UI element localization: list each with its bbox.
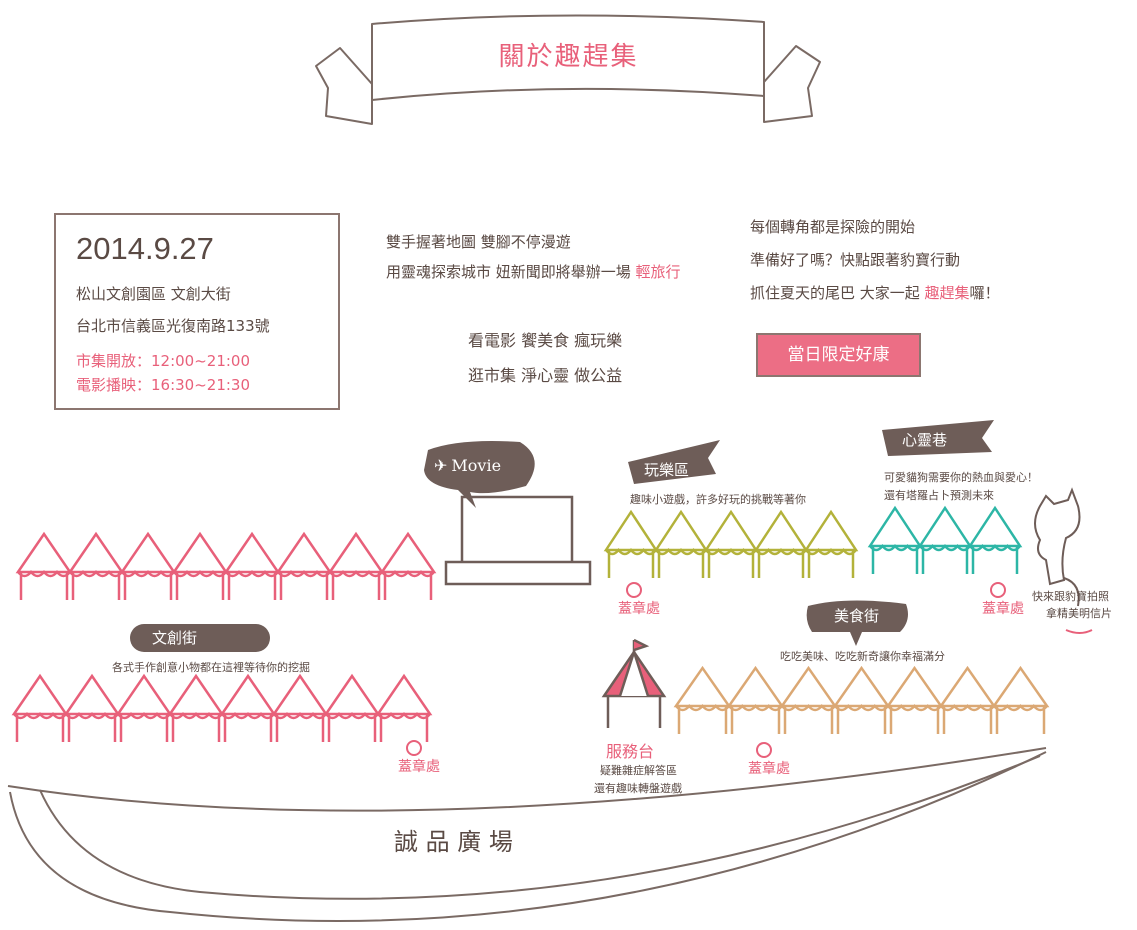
- heart-lane-tent: [917, 505, 973, 574]
- plaza-arc: [7, 747, 1047, 922]
- intro-line-2: 用靈魂探索城市 妞新聞即將舉辦一場 輕旅行: [386, 261, 681, 282]
- daily-deal-button[interactable]: 當日限定好康: [756, 333, 921, 377]
- food-street-tent: [673, 665, 732, 734]
- stamp-label-heart: 蓋章處: [982, 601, 1024, 617]
- stamp-label-food: 蓋章處: [748, 761, 790, 777]
- creative-tent-upper: [327, 531, 385, 600]
- creative-tent-upper: [275, 531, 333, 600]
- photo-line-2: 拿精美明信片: [1046, 607, 1112, 620]
- service-desk-title: 服務台: [606, 742, 655, 761]
- activities-row-1: 看電影 饗美食 瘋玩樂: [468, 331, 623, 350]
- venue-name: 松山文創園區 文創大街: [76, 285, 231, 303]
- food-street-tent: [832, 665, 891, 734]
- creative-tent-lower: [115, 673, 173, 742]
- market-hours: 市集開放：12:00~21:00: [76, 352, 251, 370]
- creative-tent-upper: [67, 531, 125, 600]
- creative-tent-upper: [379, 531, 437, 600]
- event-info-box: 2014.9.27 松山文創園區 文創大街 台北市信義區光復南路133號 市集開…: [54, 213, 340, 410]
- event-date: 2014.9.27: [76, 231, 214, 266]
- creative-tent-upper: [15, 531, 73, 600]
- light-travel-highlight: 輕旅行: [635, 263, 681, 281]
- play-zone-tent: [603, 509, 659, 578]
- adventure-line-1: 每個轉角都是探險的開始: [750, 218, 916, 236]
- cat-illustration: [1034, 487, 1093, 634]
- intro-line-1: 雙手握著地圖 雙腳不停漫遊: [386, 233, 571, 251]
- creative-tent-lower: [271, 673, 329, 742]
- food-street-desc: 吃吃美味、吃吃新奇讓你幸福滿分: [780, 650, 945, 663]
- adventure-line-3: 抓住夏天的尾巴 大家一起 趣趕集囉！: [750, 282, 1000, 303]
- market-name-highlight: 趣趕集: [924, 284, 970, 302]
- photo-line-1: 快來跟豹寶拍照: [1032, 590, 1109, 603]
- service-desk-desc-1: 疑難雜症解答區: [600, 764, 677, 777]
- adventure-line-3-suffix: 囉！: [969, 284, 1000, 302]
- heart-lane-desc-2: 還有塔羅占卜預測未來: [884, 489, 994, 502]
- food-street-tent: [779, 665, 838, 734]
- heart-lane-desc-1: 可愛貓狗需要你的熱血與愛心！: [884, 471, 1038, 484]
- creative-tent-upper: [223, 531, 281, 600]
- heart-lane-tent: [967, 505, 1023, 574]
- creative-tent-lower: [11, 673, 69, 742]
- camera-icon: ✈: [434, 456, 448, 475]
- venue-address: 台北市信義區光復南路133號: [76, 317, 270, 335]
- play-zone-tent: [753, 509, 809, 578]
- stamp-station-play[interactable]: 蓋章處: [618, 582, 660, 618]
- play-zone-tent: [803, 509, 859, 578]
- stamp-icon: [406, 740, 422, 756]
- stamp-icon: [756, 742, 772, 758]
- creative-tent-lower: [167, 673, 225, 742]
- creative-tent-upper: [119, 531, 177, 600]
- adventure-line-3-text: 抓住夏天的尾巴 大家一起: [750, 284, 925, 302]
- stamp-icon: [990, 582, 1006, 598]
- creative-tent-lower: [375, 673, 433, 742]
- food-street-label-bg: [806, 600, 908, 646]
- heart-lane-tent: [867, 505, 923, 574]
- food-street-tent: [991, 665, 1050, 734]
- adventure-line-2: 準備好了嗎？快點跟著豹寶行動: [750, 251, 961, 269]
- food-street-tent: [726, 665, 785, 734]
- heart-lane-flag: [882, 420, 994, 456]
- play-zone-title: 玩樂區: [644, 461, 690, 479]
- service-desk-desc-2: 還有趣味轉盤遊戲: [594, 782, 682, 795]
- stamp-label-creative: 蓋章處: [398, 759, 440, 775]
- creative-tent-lower: [219, 673, 277, 742]
- stamp-label-play: 蓋章處: [618, 601, 660, 617]
- heart-lane-title: 心靈巷: [902, 431, 948, 449]
- stamp-station-food[interactable]: 蓋章處: [748, 742, 790, 778]
- page-title: 關於趣趕集: [498, 42, 639, 72]
- stamp-station-heart[interactable]: 蓋章處: [982, 582, 1024, 618]
- stamp-icon: [626, 582, 642, 598]
- play-zone-tent: [703, 509, 759, 578]
- creative-street-title: 文創街: [152, 629, 198, 647]
- food-street-title: 美食街: [834, 607, 880, 625]
- movie-label: ✈Movie: [434, 456, 501, 475]
- movie-screen: [444, 495, 592, 586]
- creative-tent-upper: [171, 531, 229, 600]
- plaza-label: 誠 品 廣 場: [394, 828, 513, 856]
- food-street-tent: [938, 665, 997, 734]
- play-zone-flag: [628, 440, 720, 484]
- stamp-station-creative[interactable]: 蓋章處: [398, 740, 440, 776]
- movie-hours: 電影播映：16:30~21:30: [76, 376, 251, 394]
- creative-street-label-bg: [130, 624, 270, 652]
- play-zone-desc: 趣味小遊戲，許多好玩的挑戰等著你: [630, 493, 806, 506]
- movie-label-text: Movie: [451, 456, 502, 475]
- food-street-tent: [885, 665, 944, 734]
- creative-street-desc: 各式手作創意小物都在這裡等待你的挖掘: [112, 661, 310, 674]
- activities-row-2: 逛市集 淨心靈 做公益: [468, 366, 623, 385]
- intro-line-2-text: 用靈魂探索城市 妞新聞即將舉辦一場: [386, 263, 636, 281]
- play-zone-tent: [653, 509, 709, 578]
- title-ribbon: [315, 14, 821, 125]
- creative-tent-lower: [63, 673, 121, 742]
- service-tent: [601, 638, 667, 728]
- creative-tent-lower: [323, 673, 381, 742]
- movie-bubble: [424, 441, 535, 508]
